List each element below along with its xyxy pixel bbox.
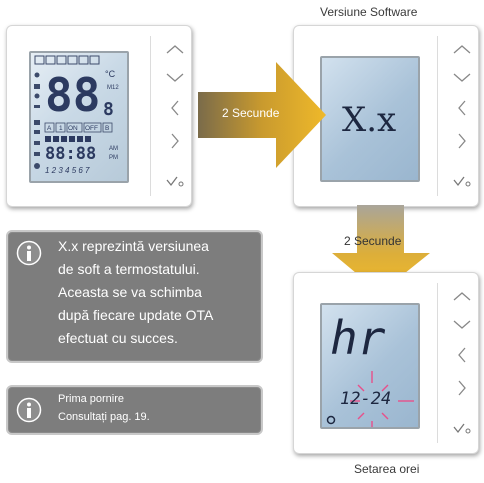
right-button[interactable] [161, 131, 189, 151]
down-chevron-icon [453, 73, 471, 82]
info-box-version: X.x reprezintă versiunea de soft a termo… [6, 230, 263, 363]
right-chevron-icon [171, 133, 179, 149]
lcd-segments-graphic: 88 8 °C M12 A 1 ON OFF B [34, 55, 119, 175]
lcd-mode-a: A [47, 125, 52, 132]
confirm-button[interactable] [161, 171, 189, 191]
caption-set-time: Setarea orei [354, 462, 420, 476]
lcd-hr-text: hr [330, 311, 386, 365]
down-chevron-icon [166, 73, 184, 82]
thermostat-software-version: X.x [293, 25, 479, 207]
down-arrow [332, 205, 430, 293]
confirm-check-icon [453, 423, 471, 434]
lcd-mode-1: 1 [59, 125, 63, 132]
right-chevron-icon [458, 133, 466, 149]
right-arrow-label: 2 Secunde [222, 106, 280, 120]
gear-icon [326, 415, 336, 425]
right-button[interactable] [448, 378, 476, 398]
down-arrow-label: 2 Secunde [344, 234, 402, 248]
info-first-start-line-1: Prima pornire [58, 393, 125, 405]
caption-software-version: Versiune Software [320, 5, 418, 19]
confirm-check-icon [453, 176, 471, 187]
lcd-am: AM [109, 146, 118, 152]
left-chevron-icon [171, 100, 179, 116]
confirm-button[interactable] [448, 171, 476, 191]
info-icon [16, 397, 42, 423]
flash-rays [350, 371, 414, 427]
right-arrow [198, 62, 326, 168]
up-chevron-icon [453, 292, 471, 301]
up-button[interactable] [448, 286, 476, 306]
down-button[interactable] [448, 68, 476, 88]
confirm-button[interactable] [448, 418, 476, 438]
lcd-mode-on: ON [68, 125, 78, 132]
info-version-line-1: X.x reprezintă versiunea [58, 238, 209, 254]
left-button[interactable] [448, 98, 476, 118]
down-button[interactable] [448, 315, 476, 335]
left-chevron-icon [458, 100, 466, 116]
left-button[interactable] [161, 98, 189, 118]
lcd-mode-off: OFF [85, 125, 98, 132]
lcd-all-segments: 88 8 °C M12 A 1 ON OFF B [29, 51, 129, 183]
thermostat-time-format: hr 12-24 [293, 272, 479, 454]
info-version-line-3: Aceasta se va schimba [58, 284, 202, 300]
lcd-big-digits: 88 [45, 68, 100, 122]
lcd-mode-b: B [105, 125, 109, 132]
lcd-software-version: X.x [320, 56, 420, 182]
lcd-m12: M12 [107, 85, 119, 91]
lcd-clock-format: 12-24 [340, 389, 392, 409]
up-button[interactable] [161, 39, 189, 59]
info-icon [16, 240, 42, 266]
lcd-pm: PM [109, 155, 118, 161]
left-button[interactable] [448, 345, 476, 365]
info-version-line-5: efectuat cu succes. [58, 330, 178, 346]
info-box-first-start: Prima pornire Consultați pag. 19. [6, 385, 263, 435]
info-first-start-line-2: Consultați pag. 19. [58, 411, 150, 423]
down-button[interactable] [161, 68, 189, 88]
up-chevron-icon [166, 45, 184, 54]
up-chevron-icon [453, 45, 471, 54]
thermostat-all-segments: 88 8 °C M12 A 1 ON OFF B [6, 25, 192, 207]
up-button[interactable] [448, 39, 476, 59]
lcd-clock: 88:88 [45, 144, 96, 164]
down-chevron-icon [453, 320, 471, 329]
lcd-unit: °C [105, 69, 116, 79]
right-chevron-icon [458, 380, 466, 396]
lcd-version-text: X.x [342, 100, 397, 140]
left-chevron-icon [458, 347, 466, 363]
lcd-time-format: hr 12-24 [320, 303, 420, 429]
right-button[interactable] [448, 131, 476, 151]
confirm-check-icon [166, 176, 184, 187]
info-version-line-4: după fiecare update OTA [58, 307, 214, 323]
lcd-days: 1 2 3 4 5 6 7 [45, 166, 90, 175]
info-version-line-2: de soft a termostatului. [58, 261, 200, 277]
lcd-small-digit: 8 [103, 99, 114, 120]
